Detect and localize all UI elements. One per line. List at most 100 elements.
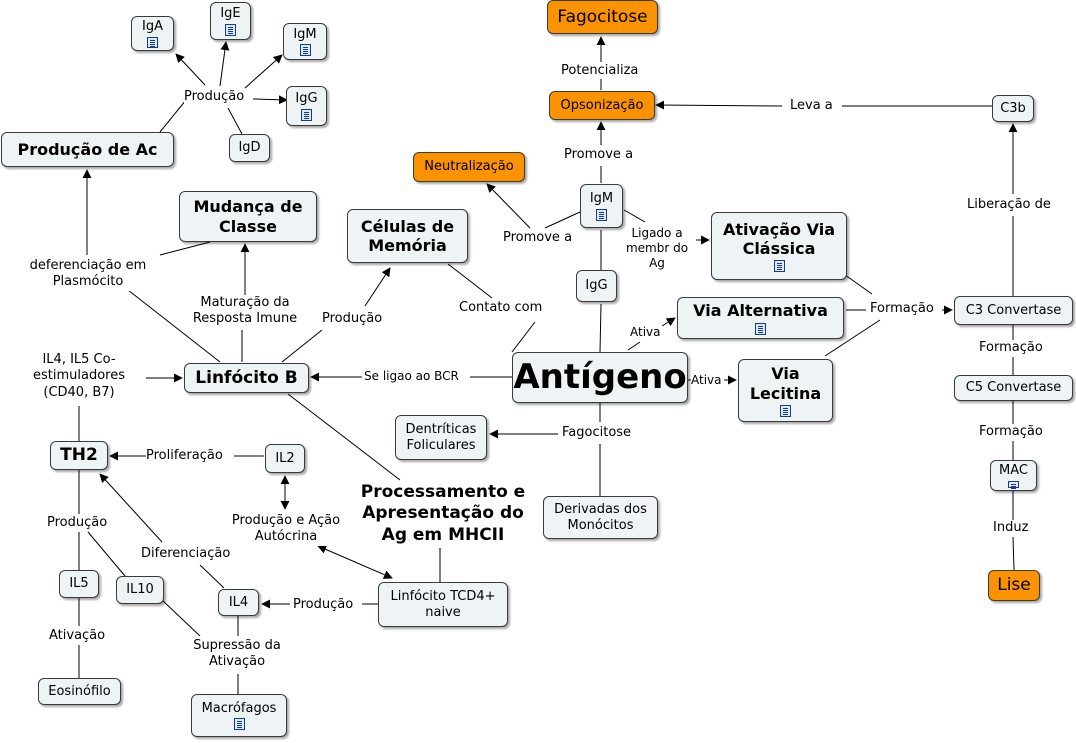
node-ige[interactable]: IgE [210,2,251,40]
node-dentriticas-label: Dentríticas Foliculares [405,421,477,453]
document-icon[interactable] [233,718,245,731]
node-c3-convertase-label: C3 Convertase [965,302,1062,318]
label-producao-th2: Produção [47,515,108,532]
label-formacao-2: Formação [979,340,1043,357]
node-c3b[interactable]: C3b [992,95,1034,122]
line-contato-memoria [447,263,493,299]
document-icon[interactable] [780,404,791,417]
node-igd[interactable]: IgD [229,134,270,162]
node-neutralizacao[interactable]: Neutralização [413,152,525,182]
label-contato-com: Contato com [459,300,543,317]
label-ativacao: Ativação [49,628,106,645]
document-icon[interactable] [1008,480,1019,488]
node-il10[interactable]: IL10 [116,576,164,604]
node-igm-mid[interactable]: IgM [580,184,623,228]
node-igm-mid-label: IgM [589,191,614,207]
document-icon[interactable] [301,108,312,121]
label-producao-il4: Produção [293,597,354,614]
label-producao-acao: Produção e Ação Autócrina [224,513,348,546]
document-icon[interactable] [299,44,311,57]
node-eosinofilo[interactable]: Eosinófilo [38,678,121,705]
node-macrofagos-label: Macrófagos [201,700,277,716]
node-via-alternativa[interactable]: Via Alternativa [677,297,844,339]
label-promove-a-top: Promove a [564,147,634,164]
line-promove-neutral [486,183,531,229]
line-linfb-processamento [287,393,401,481]
node-macrofagos[interactable]: Macrófagos [191,694,287,737]
node-c5-convertase[interactable]: C5 Convertase [954,375,1073,401]
document-icon[interactable] [755,322,766,335]
line-antigeno-igg [599,303,602,353]
line-prodmem-memoria [364,267,391,307]
node-mac[interactable]: MAC [990,460,1037,491]
label-se-ligao: Se ligao ao BCR [364,369,459,384]
document-icon[interactable] [147,36,158,48]
node-ativacao-via-classica[interactable]: Ativação Via Clássica [711,212,847,280]
node-igg-top[interactable]: IgG [286,86,327,126]
node-mudanca-classe[interactable]: Mudança de Classe [179,191,317,242]
node-producao-ac-label: Produção de Ac [17,139,158,159]
label-liberacao-de: Liberação de [967,197,1051,214]
label-supressao: Supressão da Ativação [184,638,290,671]
node-fagocitose-top[interactable]: Fagocitose [547,0,658,34]
line-igm-promove-mid [544,211,581,229]
node-il5[interactable]: IL5 [59,570,99,598]
node-c3b-label: C3b [1000,100,1026,116]
document-icon[interactable] [596,208,607,221]
node-igg-top-label: IgG [295,91,318,107]
node-mudanca-classe-label: Mudança de Classe [193,197,303,236]
node-derivadas-monocitos[interactable]: Derivadas dos Monócitos [543,496,658,539]
label-formacao-3: Formação [979,424,1043,441]
label-diferenciacao: Diferenciação [141,546,231,563]
line-levaa-opson [655,100,783,110]
label-ativa-2: Ativa [691,373,722,388]
node-ige-label: IgE [220,6,241,22]
node-c3-convertase[interactable]: C3 Convertase [954,296,1073,325]
node-opsonizacao-label: Opsonização [560,97,644,113]
label-producao-top: Produção [184,89,245,106]
node-th2-label: TH2 [60,445,98,466]
node-linfocito-tcd4-label: Linfócito TCD4+ naive [390,588,496,620]
line-prod-igd [227,107,243,135]
document-icon[interactable] [773,260,785,273]
label-maturacao: Maturação da Resposta Imune [184,295,306,328]
line-prod-iga [175,53,206,86]
node-dentriticas[interactable]: Dentríticas Foliculares [395,415,487,460]
node-iga[interactable]: IgA [131,16,174,51]
node-celulas-memoria[interactable]: Células de Memória [347,209,468,263]
node-il10-label: IL10 [126,582,154,598]
node-via-lecitina[interactable]: Via Lecitina [738,359,833,422]
node-c5-convertase-label: C5 Convertase [965,380,1062,396]
node-linfocito-b-label: Linfócito B [195,367,298,388]
node-antigeno-label: Antígeno [513,357,687,398]
node-linfocito-tcd4[interactable]: Linfócito TCD4+ naive [378,582,508,627]
node-igm-top[interactable]: IgM [283,23,327,60]
label-induz: Induz [993,520,1029,537]
node-igg-mid[interactable]: IgG [576,270,617,302]
label-potencializa: Potencializa [561,63,639,80]
line-antigeno-contato [511,321,536,353]
label-fagocitose-mid: Fagocitose [562,425,632,442]
line-linfb-prodmem [281,329,323,363]
line-autocrina-tcd4 [317,545,393,579]
node-linfocito-b[interactable]: Linfócito B [184,363,309,393]
label-leva-a: Leva a [790,98,833,115]
line-lecitina-formacao [824,319,881,357]
line-prod-ac [159,99,187,133]
line-prod-ige [219,41,230,87]
line-antigeno-ativa [627,341,641,351]
node-il4[interactable]: IL4 [218,589,259,616]
node-igd-label: IgD [238,140,261,156]
node-lise[interactable]: Lise [988,570,1040,601]
node-neutralizacao-label: Neutralização [424,159,514,175]
node-antigeno[interactable]: Antígeno [512,352,688,403]
node-opsonizacao[interactable]: Opsonização [549,91,655,120]
line-diferenciacao-th2 [99,473,163,543]
document-icon[interactable] [225,23,236,36]
node-producao-ac[interactable]: Produção de Ac [1,132,174,167]
line-prod-igg [252,95,288,105]
node-ativacao-via-classica-label: Ativação Via Clássica [723,219,835,258]
node-il2[interactable]: IL2 [265,444,305,473]
line-ativa-alternativa [661,317,676,327]
node-th2[interactable]: TH2 [50,441,108,470]
